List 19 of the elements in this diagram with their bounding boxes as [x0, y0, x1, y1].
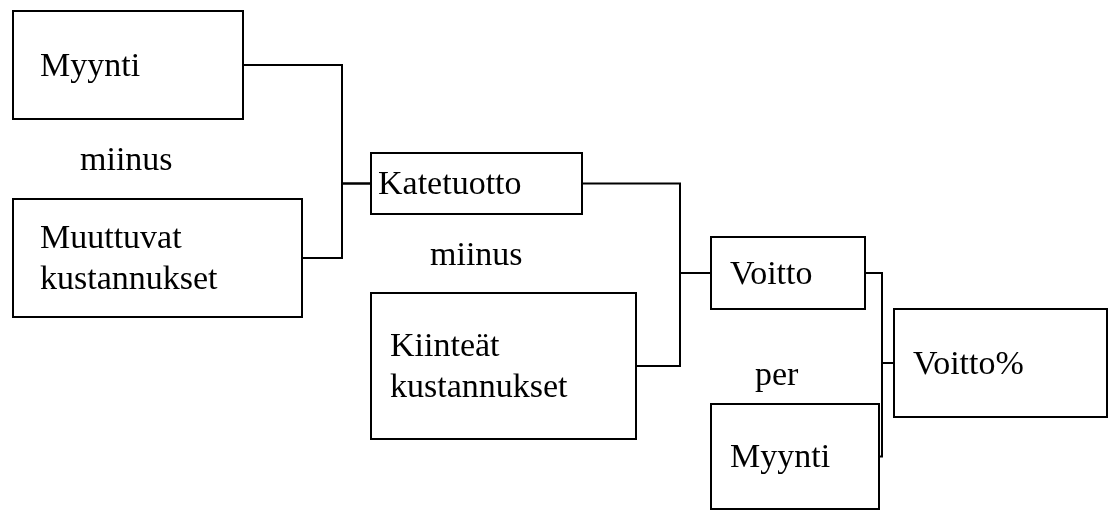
text-box — [710, 236, 866, 310]
text-box — [370, 152, 583, 215]
box-label: Muuttuvat kustannukset — [40, 217, 219, 298]
box-label: Voitto — [730, 252, 813, 293]
text-box — [710, 403, 880, 510]
box-label: Voitto% — [913, 342, 1024, 383]
operator-label: miinus — [430, 235, 523, 273]
operator-label: miinus — [80, 140, 173, 178]
connector-line — [302, 182, 371, 259]
text-box — [370, 292, 637, 440]
operator-label: per — [755, 355, 799, 393]
box-label: Kiinteät kustannukset — [390, 325, 569, 406]
text-box — [893, 308, 1108, 418]
box-label: Katetuotto — [378, 163, 522, 204]
connector-line — [636, 272, 711, 367]
box-label: Myynti — [40, 44, 141, 85]
text-box — [12, 10, 244, 120]
box-label: Myynti — [730, 436, 831, 477]
text-box — [12, 198, 303, 318]
